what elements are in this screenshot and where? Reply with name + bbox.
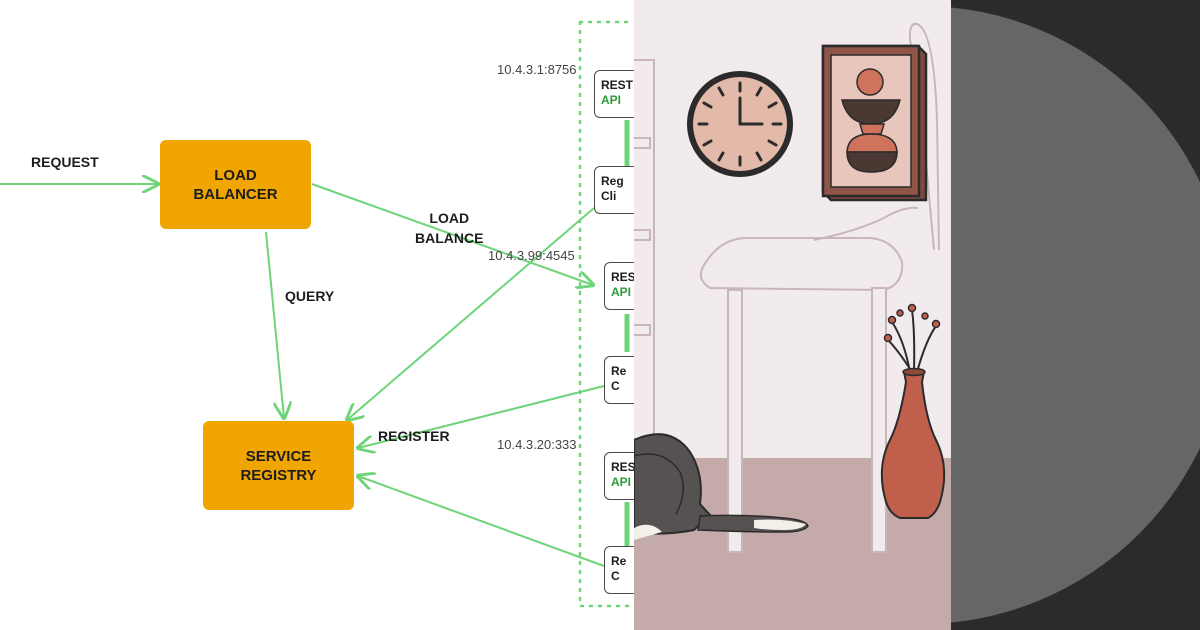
wall-clock — [687, 71, 793, 177]
instance-address-1: 10.4.3.1:8756 — [497, 62, 577, 77]
load-balance-arrow — [311, 183, 593, 285]
rest-api-card-3-sub: API — [611, 475, 632, 489]
registry-client-card-3-sub: C — [611, 569, 620, 583]
load-balance-label-line2: BALANCE — [415, 230, 484, 246]
request-label: REQUEST — [31, 154, 99, 170]
room-illustration: ns — [634, 0, 951, 630]
rest-api-card-2-sub: API — [611, 285, 632, 299]
diagram-connectors — [0, 20, 634, 608]
rest-api-card-1-title: REST — [601, 78, 634, 92]
registry-client-card-1: Reg Cli — [594, 166, 634, 214]
service-registry-label-line1: SERVICE — [245, 447, 312, 465]
sleeping-cat — [634, 433, 809, 540]
chair-arm — [813, 206, 919, 241]
load-balancer-label-line1: LOAD — [214, 166, 257, 184]
instance-address-2: 10.4.3.99:4545 — [488, 248, 575, 263]
registry-client-card-2-sub: C — [611, 379, 620, 393]
chair-legs — [727, 287, 887, 553]
register-arrow-2 — [358, 476, 605, 567]
vase-with-twigs — [880, 303, 946, 519]
bookshelf-edge — [634, 59, 655, 458]
query-arrow — [265, 231, 284, 418]
registry-client-card-1-sub: Cli — [601, 189, 617, 203]
chair-seat — [699, 237, 904, 292]
rest-api-card-2-title: RES — [611, 270, 634, 284]
rest-api-card-1: REST API — [594, 70, 634, 118]
rest-api-card-3: RES API — [604, 452, 634, 500]
rest-api-card-2: RES API — [604, 262, 634, 310]
rest-api-card-3-title: RES — [611, 460, 634, 474]
service-registry-label-line2: REGISTRY — [240, 466, 317, 484]
rest-api-card-1-sub: API — [601, 93, 622, 107]
lookup-arrow — [347, 207, 595, 420]
registry-client-card-3: Re C — [604, 546, 634, 594]
wall-painting — [821, 44, 928, 202]
register-arrow — [358, 385, 605, 448]
architecture-diagram: LOAD BALANCER SERVICE REGISTRY REQUEST Q… — [0, 20, 634, 608]
service-registry-box: SERVICE REGISTRY — [203, 421, 354, 510]
load-balance-label-line1: LOAD — [429, 210, 470, 226]
room-scene — [634, 22, 951, 630]
registry-client-card-3-title: Re — [611, 554, 627, 568]
load-balance-label: LOAD BALANCE — [415, 208, 483, 248]
load-balancer-box: LOAD BALANCER — [160, 140, 311, 229]
registry-client-card-2: Re C — [604, 356, 634, 404]
instance-address-3: 10.4.3.20:333 — [497, 437, 577, 452]
dark-disc-panel — [951, 0, 1200, 630]
dark-disc-graphic — [951, 7, 1200, 623]
instance-group-border — [578, 20, 634, 608]
register-label: REGISTER — [378, 428, 450, 444]
registry-client-card-1-title: Reg — [601, 174, 624, 188]
large-gray-disc — [951, 7, 1200, 623]
query-label: QUERY — [285, 288, 335, 304]
load-balancer-label-line2: BALANCER — [193, 185, 278, 203]
registry-client-card-2-title: Re — [611, 364, 627, 378]
